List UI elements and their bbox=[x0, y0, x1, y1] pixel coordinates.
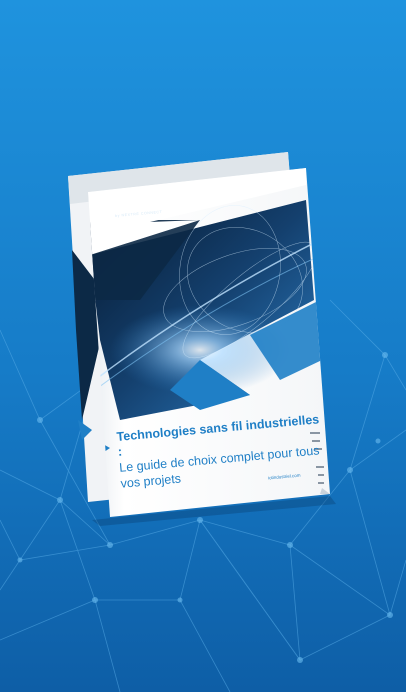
brochure-illustration bbox=[68, 152, 336, 526]
